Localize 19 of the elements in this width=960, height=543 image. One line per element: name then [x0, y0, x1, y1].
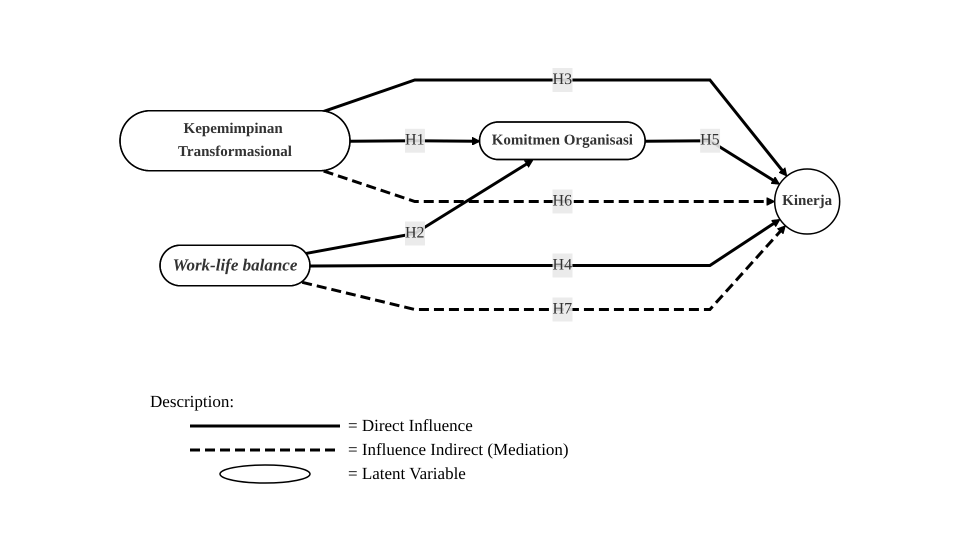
edge-label: H6: [552, 192, 572, 210]
arrow: [302, 226, 786, 312]
edge-label: H4: [552, 256, 572, 274]
edge-label: H2: [405, 224, 425, 242]
arrow: [323, 170, 776, 206]
legend-text: = Latent Variable: [348, 464, 466, 484]
edge-label: H3: [552, 71, 572, 88]
arrow: [350, 137, 481, 146]
legend-text: = Influence Indirect (Mediation): [348, 440, 569, 460]
legend-heading: Description:: [150, 392, 236, 412]
arrow: [646, 140, 780, 185]
arrow: [310, 219, 781, 268]
arrow: [306, 160, 534, 256]
edge-label: H1: [405, 132, 425, 149]
legend-text: = Direct Influence: [348, 416, 473, 436]
edge-label: H5: [700, 132, 720, 149]
node-circle: Kinerja: [774, 168, 841, 235]
arrow: [323, 78, 788, 177]
edge-label: H7: [552, 300, 572, 318]
